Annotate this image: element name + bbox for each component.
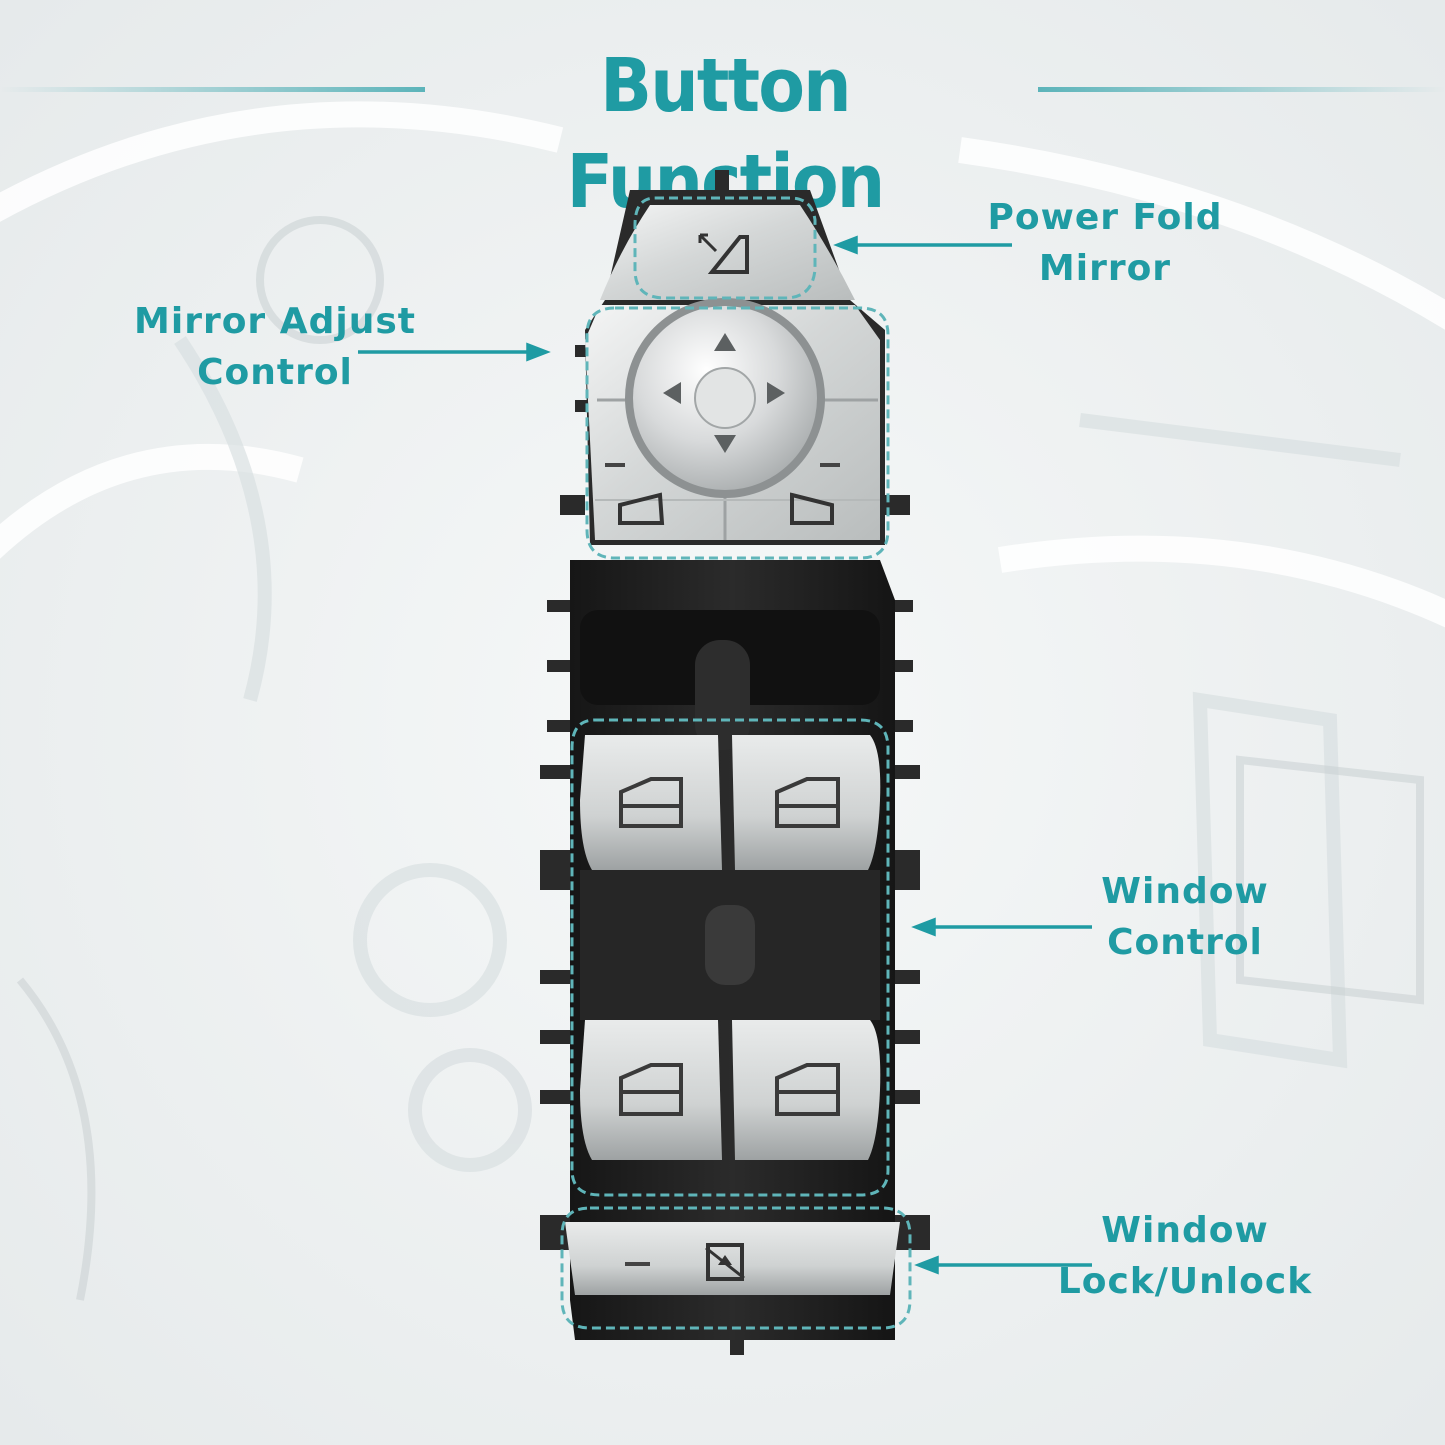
callout-mirror-adjust-line2: Control — [197, 352, 353, 393]
callout-window-lock-line2: Lock/Unlock — [1057, 1261, 1313, 1302]
callout-window-lock-unlock: Window Lock/Unlock — [1045, 1205, 1325, 1307]
callout-mirror-adjust-control: Mirror Adjust Control — [125, 296, 425, 398]
callout-mirror-adjust-line1: Mirror Adjust — [134, 301, 416, 342]
callout-power-fold-mirror: Power Fold Mirror — [975, 192, 1235, 294]
callout-window-control-line2: Control — [1107, 922, 1263, 963]
callout-window-lock-line1: Window — [1101, 1210, 1269, 1251]
callout-power-fold-line2: Mirror — [1038, 248, 1172, 289]
knob-arrows — [663, 333, 785, 453]
callout-window-control-line1: Window — [1101, 871, 1269, 912]
callout-power-fold-line1: Power Fold — [987, 197, 1223, 238]
callout-window-control: Window Control — [1090, 866, 1280, 968]
